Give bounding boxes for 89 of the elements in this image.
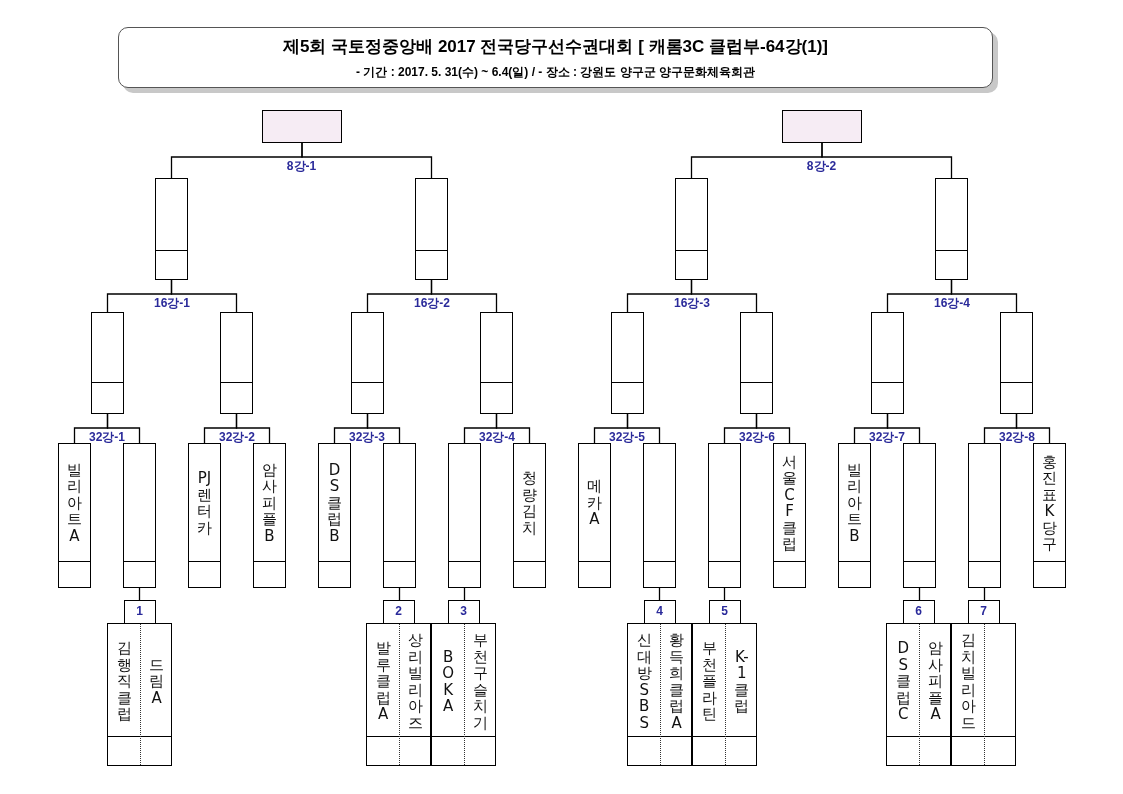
bracket-line bbox=[626, 413, 661, 444]
match-number: 1 bbox=[123, 600, 156, 624]
team-name: K-1클럽 bbox=[734, 648, 750, 715]
team-slot bbox=[578, 443, 611, 588]
match-number: 5 bbox=[708, 600, 741, 624]
match-label: 16강-3 bbox=[674, 295, 710, 312]
match-label: 32강-3 bbox=[349, 429, 385, 446]
team-slot bbox=[740, 312, 773, 414]
bracket-line bbox=[170, 279, 238, 313]
team-name: 상리빌리아즈 bbox=[408, 632, 424, 731]
team-slot bbox=[351, 312, 384, 414]
team-name: BOK A bbox=[441, 648, 456, 715]
match-label: 32강-2 bbox=[219, 429, 255, 446]
match-label: 32강-8 bbox=[999, 429, 1035, 446]
team-slot bbox=[708, 443, 741, 588]
winner-box bbox=[262, 110, 342, 143]
team-slot bbox=[188, 443, 221, 588]
bracket-line bbox=[106, 413, 141, 444]
match-number: 2 bbox=[382, 600, 415, 624]
team-name: 암사피플B bbox=[262, 461, 277, 545]
team-slot bbox=[383, 443, 416, 588]
team-slot bbox=[318, 443, 351, 588]
bracket-line bbox=[886, 413, 921, 444]
team-slot bbox=[253, 443, 286, 588]
team-slot bbox=[91, 312, 124, 414]
match-label: 32강-4 bbox=[479, 429, 515, 446]
match-label: 8강-2 bbox=[806, 158, 837, 175]
team-slot bbox=[448, 443, 481, 588]
match-label: 32강-7 bbox=[869, 429, 905, 446]
match-label: 32강-5 bbox=[609, 429, 645, 446]
match-label: 32강-1 bbox=[89, 429, 125, 446]
team-slot bbox=[220, 312, 253, 414]
team-slot bbox=[1033, 443, 1066, 588]
team-slot bbox=[415, 178, 448, 280]
bracket-line bbox=[495, 413, 531, 444]
team-name: 빌리아트B bbox=[847, 461, 862, 545]
team-slot bbox=[773, 443, 806, 588]
bracket-line bbox=[821, 142, 953, 179]
team-name: 드림A bbox=[149, 656, 165, 707]
team-name: 발루클럽A bbox=[375, 640, 391, 723]
match-number: 6 bbox=[902, 600, 935, 624]
match-label: 16강-2 bbox=[414, 295, 450, 312]
team-name: 황득희클럽A bbox=[669, 632, 685, 731]
team-slot bbox=[675, 178, 708, 280]
bracket-line bbox=[690, 279, 758, 313]
match-number: 4 bbox=[643, 600, 676, 624]
team-name: 홍진표K당구 bbox=[1042, 453, 1057, 553]
title: 제5회 국토정중앙배 2017 전국당구선수권대회 [ 캐롬3C 클럽부-64강(1)] bbox=[282, 36, 829, 58]
match-label: 8강-1 bbox=[286, 158, 317, 175]
bracket-line bbox=[755, 413, 791, 444]
team-slot bbox=[58, 443, 91, 588]
team-slot bbox=[643, 443, 676, 588]
bracket-line bbox=[301, 142, 433, 179]
team-slot bbox=[871, 312, 904, 414]
winner-box bbox=[782, 110, 862, 143]
team-slot bbox=[903, 443, 936, 588]
match-number: 7 bbox=[967, 600, 1000, 624]
team-name: 김행직클럽 bbox=[116, 640, 132, 723]
match-label: 16강-1 bbox=[154, 295, 190, 312]
match-label: 16강-4 bbox=[934, 295, 970, 312]
match-number: 3 bbox=[447, 600, 480, 624]
team-slot bbox=[611, 312, 644, 414]
team-slot bbox=[968, 443, 1001, 588]
team-name: 암사피플A bbox=[928, 640, 944, 723]
bracket-line bbox=[430, 279, 498, 313]
bracket-line bbox=[235, 413, 271, 444]
team-name: 청량김치 bbox=[522, 470, 537, 536]
team-name: 메카A bbox=[587, 478, 602, 528]
team-name: DS클럽B bbox=[327, 461, 342, 545]
team-slot bbox=[935, 178, 968, 280]
team-name: 신대방SBS bbox=[636, 632, 652, 731]
bracket-line bbox=[366, 413, 401, 444]
team-slot bbox=[480, 312, 513, 414]
team-name: 서울CF클럽 bbox=[782, 453, 797, 553]
bracket-line bbox=[1015, 413, 1051, 444]
team-slot bbox=[155, 178, 188, 280]
subtitle: - 기간 : 2017. 5. 31(수) ~ 6.4(일) / - 장소 : 강원도 양구군 양구문화체육회관 bbox=[354, 64, 757, 81]
bracket-line bbox=[950, 279, 1018, 313]
team-name: 빌리아트A bbox=[67, 461, 82, 545]
team-name: PJ렌터카 bbox=[197, 470, 212, 536]
match-label: 32강-6 bbox=[739, 429, 775, 446]
team-slot bbox=[1000, 312, 1033, 414]
team-slot bbox=[123, 443, 156, 588]
team-slot bbox=[838, 443, 871, 588]
team-name: 부천플라틴 bbox=[701, 640, 717, 723]
team-name: DS클럽C bbox=[895, 640, 911, 723]
team-name: 김치빌리아드 bbox=[960, 632, 976, 731]
team-slot bbox=[513, 443, 546, 588]
team-name: 부천구슬치기 bbox=[473, 632, 489, 731]
